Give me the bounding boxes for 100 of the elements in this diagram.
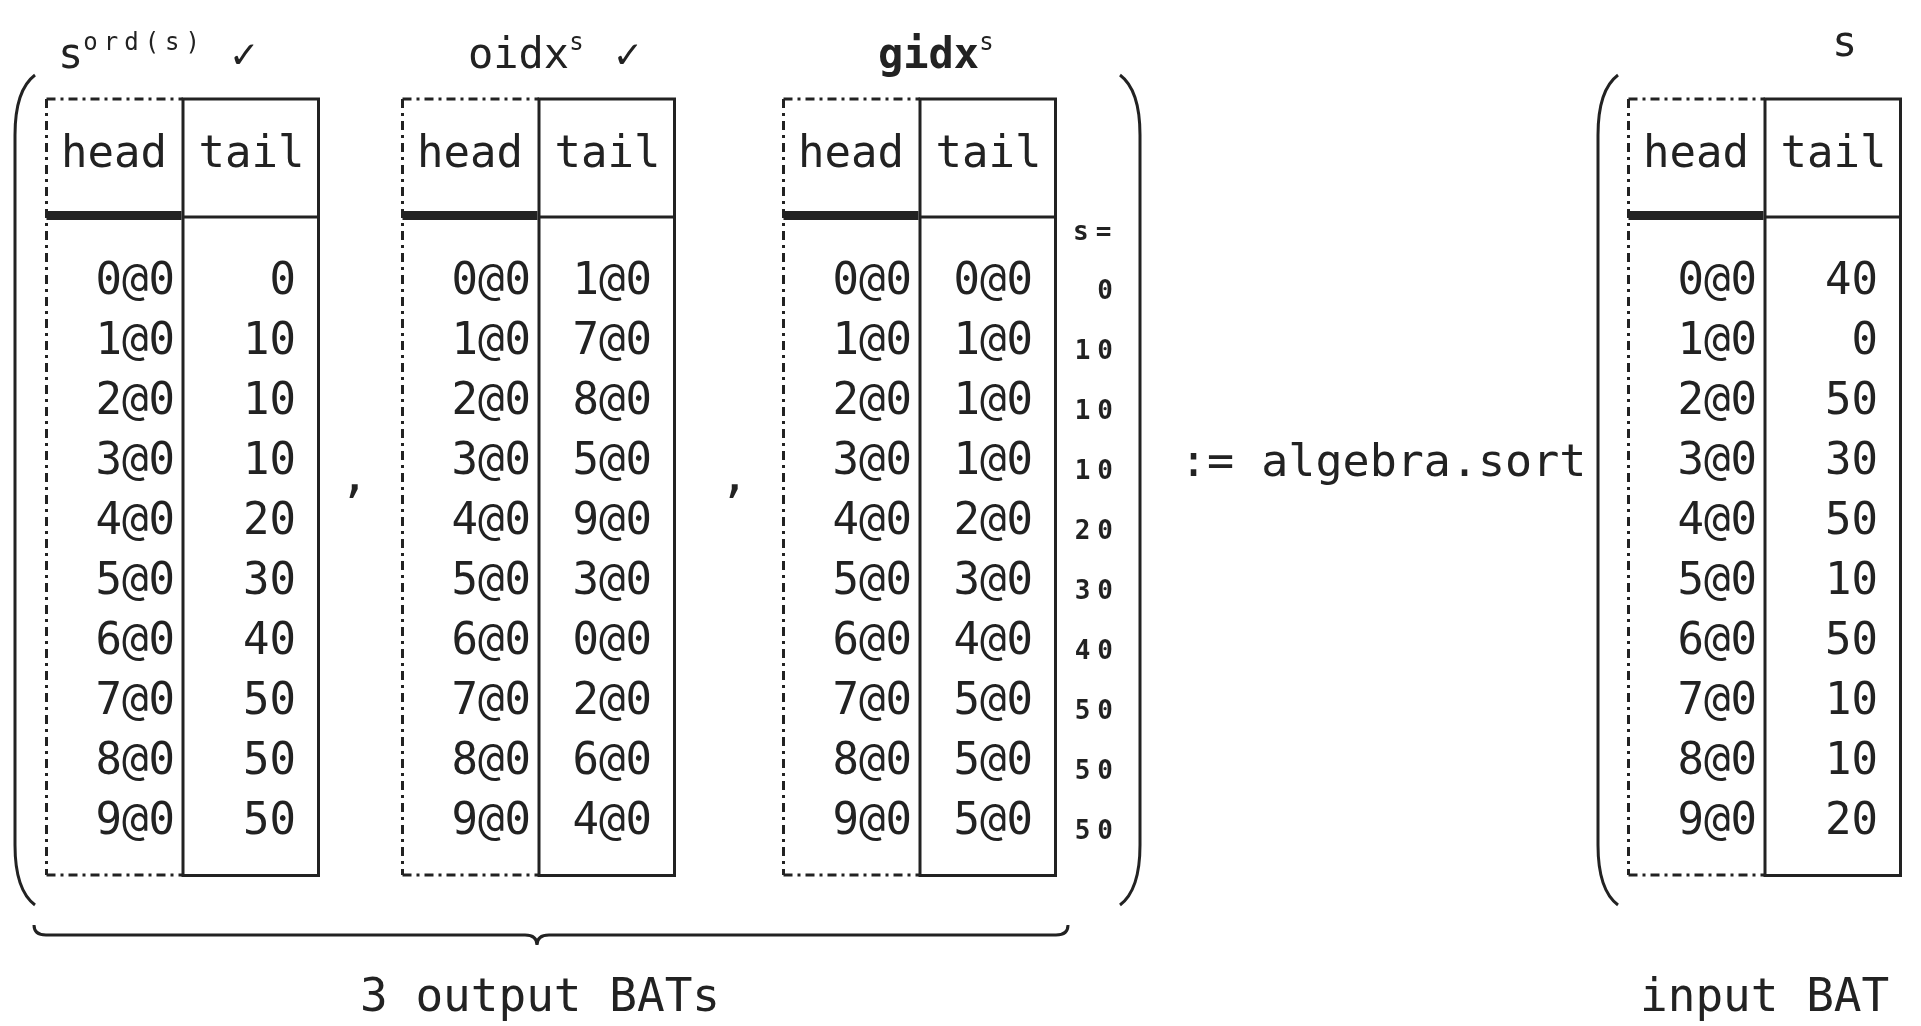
table-cell-text: 0 (268, 252, 296, 306)
table-cell-text: 50 (1824, 612, 1878, 666)
table-cell-text: 0 (1850, 312, 1878, 366)
table-cell-text: 0@0 (1676, 252, 1757, 306)
column-header: head (60, 125, 168, 179)
table-cell-text: 1@0 (952, 432, 1033, 486)
table-cell-text: 5@0 (952, 732, 1033, 786)
table-cell-text: 10 (1824, 552, 1878, 606)
table-cell-text: 9@0 (571, 492, 652, 546)
sort-key-value: 50 (1073, 697, 1120, 723)
sort-key-value: 40 (1073, 637, 1120, 663)
bat-title: s$^{ord(s)}$ ✓ (58, 27, 257, 80)
sort-key-value: 50 (1073, 817, 1120, 843)
column-header: head (416, 125, 524, 179)
table-cell-text: 2@0 (952, 492, 1033, 546)
table-cell-text: 8@0 (1676, 732, 1757, 786)
table-cell-text: 3@0 (571, 552, 652, 606)
column-header: tail (934, 125, 1043, 179)
table-cell-text: 8@0 (571, 372, 652, 426)
comma: , (340, 450, 369, 498)
table-cell-text: 6@0 (571, 732, 652, 786)
table-cell-text: 3@0 (1676, 432, 1757, 486)
table-cell-text: 1@0 (94, 312, 175, 366)
table-cell-text: 7@0 (1676, 672, 1757, 726)
table-cell-text: 30 (242, 552, 296, 606)
table-cell-text: 2@0 (1676, 372, 1757, 426)
table-cell-text: 4@0 (94, 492, 175, 546)
sort-key-value: 10 (1073, 337, 1120, 363)
table-cell-text: 4@0 (1676, 492, 1757, 546)
table-cell-text: 50 (242, 672, 296, 726)
table-cell-text: 7@0 (831, 672, 912, 726)
table-cell-text: 4@0 (952, 612, 1033, 666)
comma: , (720, 450, 749, 498)
column-header: head (797, 125, 905, 179)
table-cell-text: 1@0 (450, 312, 531, 366)
table-cell-text: 9@0 (450, 792, 531, 846)
table-cell-text: 0@0 (450, 252, 531, 306)
bat-title: gidx$^{s}$ (878, 27, 1000, 80)
table-cell-text: 40 (1824, 252, 1878, 306)
table-cell-text: 1@0 (1676, 312, 1757, 366)
table-cell-text: 9@0 (1676, 792, 1757, 846)
table-cell-text: 5@0 (952, 672, 1033, 726)
column-header: head (1642, 125, 1750, 179)
assignment-expression: := algebra.sort (1180, 438, 1587, 483)
table-cell-text: 4@0 (571, 792, 652, 846)
table-cell-text: 0@0 (952, 252, 1033, 306)
table-cell-text: 50 (242, 792, 296, 846)
table-cell-text: 50 (1824, 372, 1878, 426)
sort-key-value: 30 (1073, 577, 1120, 603)
table-cell-text: 0@0 (571, 612, 652, 666)
table-cell-text: 4@0 (831, 492, 912, 546)
column-header: tail (197, 125, 306, 179)
bat-table (1627, 97, 1902, 877)
table-cell-text: 8@0 (450, 732, 531, 786)
bat-title: s (1832, 16, 1858, 68)
column-header: tail (553, 125, 662, 179)
table-cell-text: 2@0 (94, 372, 175, 426)
table-cell-text: 10 (1824, 732, 1878, 786)
table-cell-text: 3@0 (450, 432, 531, 486)
table-cell-text: 3@0 (94, 432, 175, 486)
table-cell-text: 2@0 (571, 672, 652, 726)
bat-table (45, 97, 320, 877)
table-cell-text: 1@0 (571, 252, 652, 306)
table-cell-text: 8@0 (94, 732, 175, 786)
table-cell-text: 20 (242, 492, 296, 546)
table-cell-text: 5@0 (1676, 552, 1757, 606)
table-cell-text: 3@0 (831, 432, 912, 486)
sort-key-value: 50 (1073, 757, 1120, 783)
table-cell-text: 7@0 (571, 312, 652, 366)
table-cell-text: 5@0 (571, 432, 652, 486)
table-cell-text: 6@0 (1676, 612, 1757, 666)
table-cell-text: 0@0 (831, 252, 912, 306)
table-cell-text: 0@0 (94, 252, 175, 306)
table-cell-text: 5@0 (450, 552, 531, 606)
sort-key-value: 0 (1096, 277, 1120, 303)
bat-table (401, 97, 676, 877)
table-cell-text: 5@0 (94, 552, 175, 606)
sort-key-value: 10 (1073, 397, 1120, 423)
table-cell-text: 10 (242, 372, 296, 426)
table-cell-text: 10 (242, 432, 296, 486)
table-cell-text: 5@0 (831, 552, 912, 606)
table-cell-text: 9@0 (831, 792, 912, 846)
bat-title: oidx$^{s}$ ✓ (468, 27, 641, 80)
table-cell-text: 1@0 (831, 312, 912, 366)
table-cell-text: 20 (1824, 792, 1878, 846)
table-cell-text: 50 (242, 732, 296, 786)
table-cell-text: 8@0 (831, 732, 912, 786)
table-cell-text: 50 (1824, 492, 1878, 546)
table-cell-text: 3@0 (952, 552, 1033, 606)
table-cell-text: 6@0 (831, 612, 912, 666)
table-cell-text: 30 (1824, 432, 1878, 486)
table-cell-text: 1@0 (952, 372, 1033, 426)
table-cell-text: 6@0 (450, 612, 531, 666)
table-cell-text: 10 (242, 312, 296, 366)
table-cell-text: 2@0 (831, 372, 912, 426)
table-cell-text: 7@0 (94, 672, 175, 726)
table-cell-text: 4@0 (450, 492, 531, 546)
sort-key-value: 20 (1073, 517, 1120, 543)
table-cell-text: 1@0 (952, 312, 1033, 366)
table-cell-text: 9@0 (94, 792, 175, 846)
